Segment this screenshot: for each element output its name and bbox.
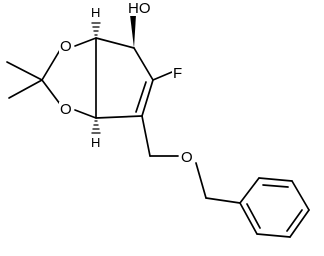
phenyl-double-1 <box>262 184 289 188</box>
bond-ch2bn-phenyl <box>205 197 241 204</box>
bond-c3-ch2 <box>141 115 151 157</box>
bond-methyl-lower <box>8 79 43 99</box>
hydroxyl-label: HO <box>127 0 152 17</box>
bond-otop-cq <box>41 49 61 81</box>
phenyl-double-2 <box>286 209 303 232</box>
wedge-bond-c5-oh <box>130 15 136 48</box>
hydrogen-bottom-label: H <box>91 135 101 150</box>
bond-c5-c4 <box>133 47 154 81</box>
phenyl-bond-4 <box>289 209 310 238</box>
bond-c1-c5 <box>95 37 135 49</box>
phenyl-bond-2 <box>258 177 293 182</box>
phenyl-bond-3 <box>291 180 310 211</box>
ether-oxygen-label: O <box>180 149 194 166</box>
phenyl-bond-1 <box>239 177 260 204</box>
ring-oxygen-top-label: O <box>59 38 73 55</box>
hash-bond-c1-h <box>91 22 101 36</box>
ring-oxygen-bottom-label: O <box>59 101 73 118</box>
bond-o-ch2bn <box>195 162 207 199</box>
fluorine-label: F <box>172 65 184 82</box>
hydrogen-top-label: H <box>91 5 101 20</box>
bond-c4-f <box>152 71 173 81</box>
bond-c4-c3-double <box>135 81 147 113</box>
phenyl-bond-5 <box>256 233 291 238</box>
phenyl-double-3 <box>246 203 261 229</box>
bond-c3-c2 <box>95 115 143 119</box>
phenyl-bond-6 <box>239 202 258 235</box>
bond-c4-c3 <box>141 79 154 117</box>
bond-obottom-c2 <box>74 109 97 119</box>
hash-bond-c2-h <box>91 120 101 134</box>
bond-cq-obottom <box>41 79 61 105</box>
bond-c1-otop <box>74 37 97 47</box>
bond-methyl-upper <box>6 61 43 81</box>
